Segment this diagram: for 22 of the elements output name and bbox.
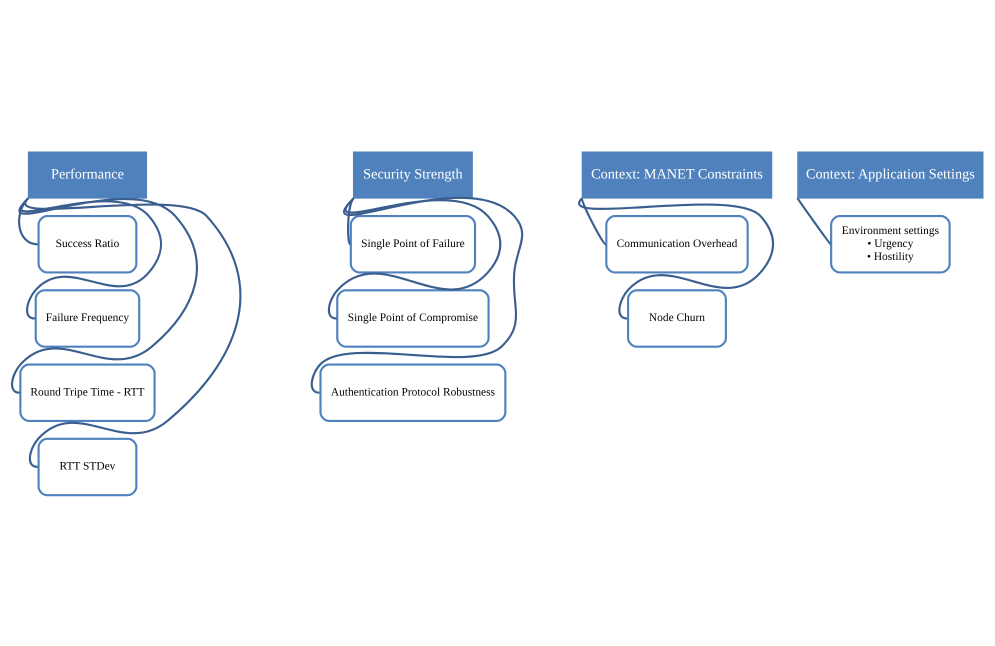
node-box: RTT STDev: [38, 437, 138, 496]
node-box: Context: MANET Constraints: [582, 151, 772, 198]
node-box: Node Churn: [627, 288, 727, 348]
node-box: Performance: [28, 151, 148, 198]
node-box: Single Point of Failure: [350, 214, 476, 274]
node-box: Authentication Protocol Robustness: [319, 362, 506, 422]
node-box: Success Ratio: [38, 214, 138, 274]
connector: [581, 198, 606, 245]
node-box: Communication Overhead: [605, 214, 749, 274]
connector: [796, 197, 832, 244]
node-box: Security Strength: [352, 151, 473, 198]
node-box: Context: Application Settings: [797, 151, 984, 198]
connector: [310, 196, 524, 394]
connector: [11, 197, 198, 394]
node-box: Failure Frequency: [34, 288, 140, 348]
node-box: Round Tripe Time - RTT: [19, 362, 156, 422]
connector: [347, 197, 355, 244]
connector: [579, 197, 774, 320]
connector: [24, 197, 242, 468]
node-box: Single Point of Compromise: [336, 288, 490, 348]
connector: [328, 197, 502, 320]
node-box: Environment settings • Urgency • Hostility: [830, 214, 951, 274]
